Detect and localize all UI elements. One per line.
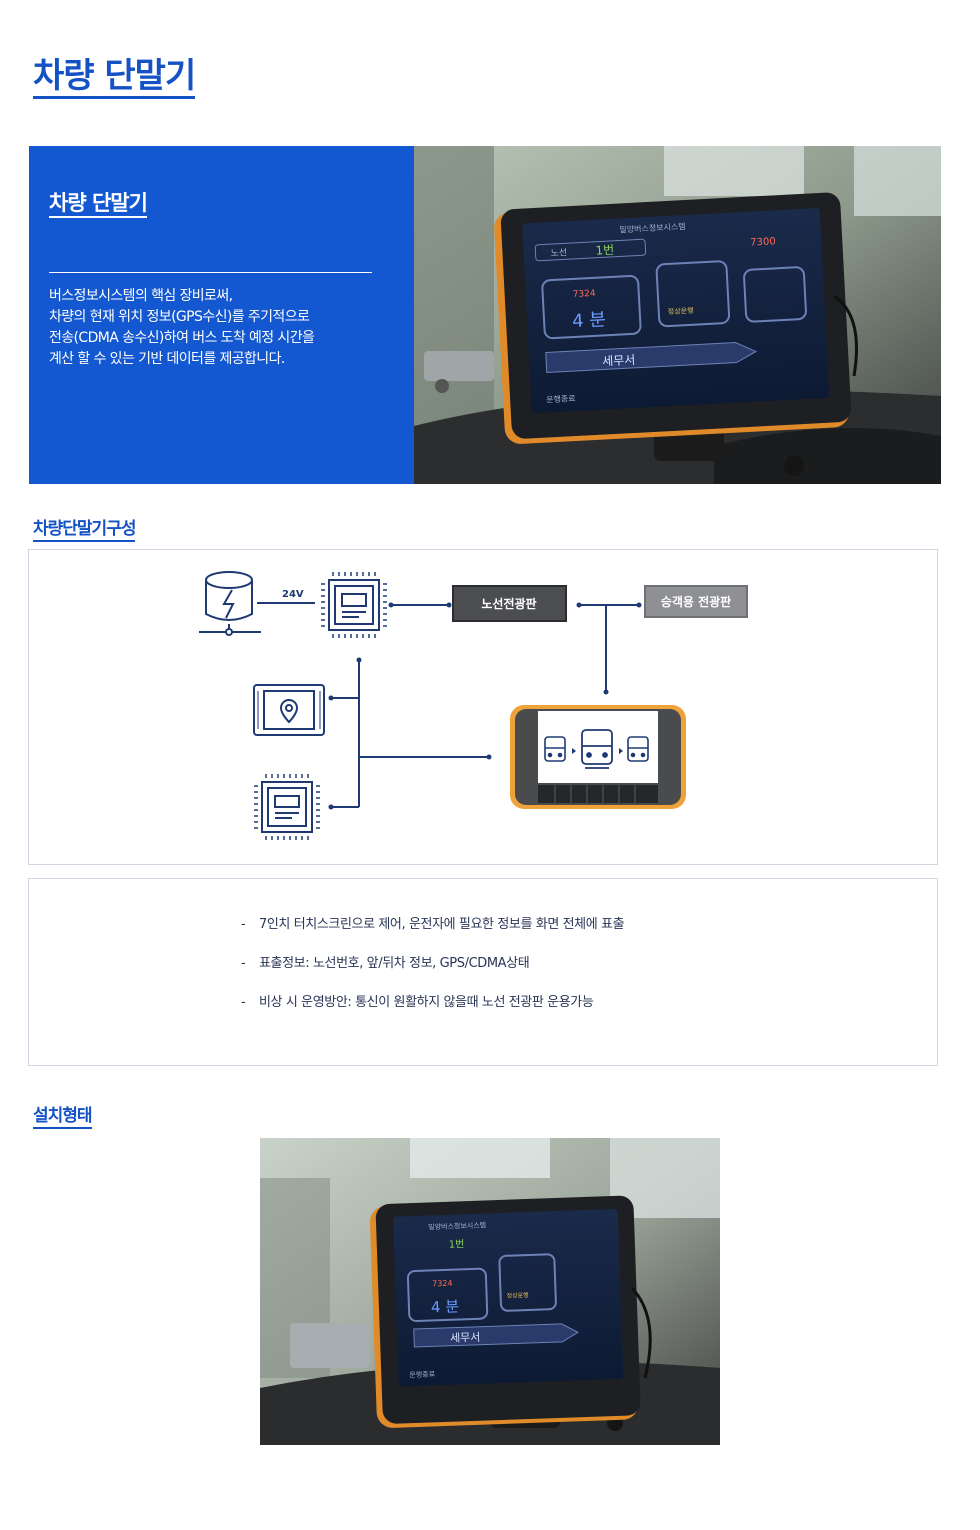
cdma-module-icon [254, 774, 320, 840]
install-screen-route-value: 1번 [449, 1238, 465, 1251]
screen-status: 정상운행 [668, 306, 694, 316]
route-board: 노선전광판 [452, 585, 567, 622]
power-supply-icon [199, 571, 261, 636]
install-screen-bus-number: 7324 [432, 1279, 453, 1289]
screen-route-value: 1번 [595, 243, 614, 258]
hero-description: 버스정보시스템의 핵심 장비로써, 차량의 현재 위치 정보(GPS수신)를 주… [49, 286, 399, 370]
composition-diagram: 24V 노선전광판 승객용 전광 [28, 549, 938, 865]
install-screen-status: 정상운행 [506, 1291, 528, 1300]
install-photo-illustration: 밀양버스정보시스템 1번 7324 4 분 정상운행 세무서 운행종료 [260, 1138, 720, 1445]
screen-header: 밀양버스정보시스템 [619, 221, 686, 234]
install-title: 설치형태 [33, 1105, 93, 1129]
install-screen-minutes: 4 분 [431, 1297, 460, 1316]
install-screen-header: 밀양버스정보시스템 [428, 1220, 486, 1231]
passenger-board-label: 승객용 전광판 [661, 594, 731, 609]
screen-next-bus-number: 7300 [750, 236, 776, 248]
terminal-photo-illustration: 밀양버스정보시스템 노선 1번 7300 7324 4 분 정상운행 세무서 운… [414, 146, 941, 484]
route-board-label: 노선전광판 [481, 596, 536, 611]
composition-title: 차량단말기구성 [33, 518, 136, 542]
list-item: -7인치 터치스크린으로 제어, 운전자에 필요한 정보를 화면 전체에 표출 [241, 915, 625, 935]
screen-end-button: 운행종료 [546, 393, 576, 405]
list-item: -비상 시 운영방안: 통신이 원활하지 않을때 노선 전광판 운용가능 [241, 993, 624, 1013]
feature-info-box: -7인치 터치스크린으로 제어, 운전자에 필요한 정보를 화면 전체에 표출 … [28, 878, 938, 1066]
voltage-label: 24V [282, 589, 304, 600]
install-screen-end-button: 운행종료 [409, 1369, 436, 1379]
install-photo: 밀양버스정보시스템 1번 7324 4 분 정상운행 세무서 운행종료 [260, 1138, 720, 1445]
list-item-text: 비상 시 운영방안: 통신이 원활하지 않을때 노선 전광판 운용가능 [259, 995, 594, 1010]
terminal-device [510, 705, 686, 809]
composition-diagram-svg: 24V 노선전광판 승객용 전광 [199, 571, 748, 840]
screen-stop-name: 세무서 [602, 353, 636, 369]
list-bullet: - [241, 995, 246, 1010]
gps-location-icon [253, 684, 325, 736]
bus-icon [627, 736, 649, 762]
terminal-chip-icon [321, 572, 387, 638]
page-title: 차량 단말기 [33, 56, 196, 99]
screen-route-label: 노선 [550, 247, 567, 259]
list-item: -표출정보: 노선번호, 앞/뒤차 정보, GPS/CDMA상태 [241, 954, 624, 974]
terminal-photo: 밀양버스정보시스템 노선 1번 7300 7324 4 분 정상운행 세무서 운… [414, 146, 941, 484]
hero-description-line: 차량의 현재 위치 정보(GPS수신)를 주기적으로 [49, 309, 310, 325]
hero-description-line: 계산 할 수 있는 기반 데이터를 제공합니다. [49, 351, 285, 367]
list-bullet: - [241, 956, 246, 971]
list-bullet: - [241, 917, 246, 932]
list-item-text: 7인치 터치스크린으로 제어, 운전자에 필요한 정보를 화면 전체에 표출 [259, 917, 625, 932]
list-item-text: 표출정보: 노선번호, 앞/뒤차 정보, GPS/CDMA상태 [259, 956, 530, 971]
hero-description-line: 버스정보시스템의 핵심 장비로써, [49, 288, 233, 304]
hero-description-line: 전송(CDMA 송수신)하여 버스 도착 예정 시간을 [49, 330, 315, 346]
screen-minutes: 4 분 [572, 309, 607, 332]
hero-divider [49, 272, 372, 273]
hero-heading: 차량 단말기 [49, 190, 148, 218]
hero-info-panel: 차량 단말기 버스정보시스템의 핵심 장비로써, 차량의 현재 위치 정보(GP… [29, 146, 414, 484]
passenger-board: 승객용 전광판 [644, 585, 748, 618]
bus-icon-current [581, 729, 613, 769]
feature-list: -7인치 터치스크린으로 제어, 운전자에 필요한 정보를 화면 전체에 표출 … [241, 915, 625, 1032]
hero-section: 차량 단말기 버스정보시스템의 핵심 장비로써, 차량의 현재 위치 정보(GP… [29, 146, 941, 484]
install-screen-stop-name: 세무서 [450, 1331, 481, 1345]
bus-icon [544, 736, 566, 762]
screen-bus-number: 7324 [573, 289, 597, 300]
